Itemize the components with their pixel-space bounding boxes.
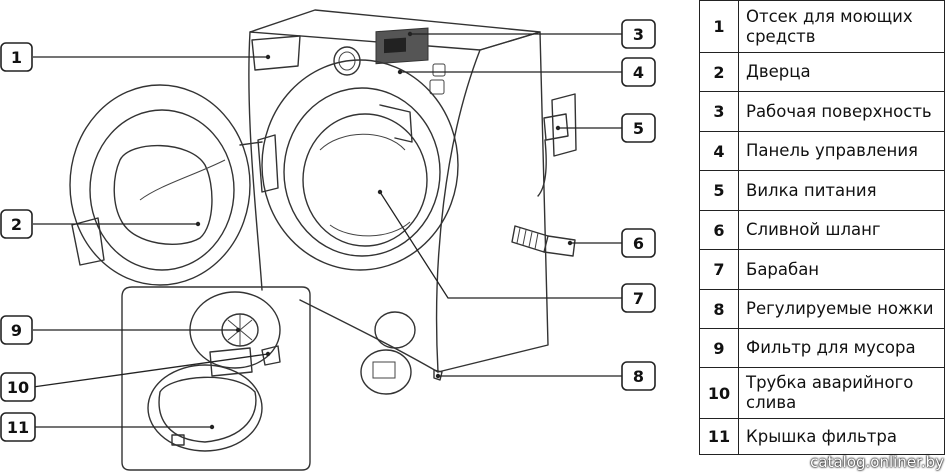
svg-text:2: 2 [11, 215, 22, 234]
display-screen [384, 37, 406, 54]
legend-number: 4 [699, 131, 739, 171]
washing-machine-diagram: 1 2 3 4 5 6 7 8 9 10 11 [0, 9, 656, 471]
legend-label: Панель управления [738, 131, 945, 171]
legend-label: Регулируемые ножки [738, 289, 945, 329]
door-outer [69, 84, 251, 286]
legend-row: 1 Отсек для моющих средств [699, 0, 945, 53]
callout-5: 5 [621, 113, 656, 143]
legend-row: 7 Барабан [699, 249, 945, 290]
svg-text:6: 6 [633, 234, 644, 253]
callout-4: 4 [621, 57, 656, 87]
legend-label: Фильтр для мусора [738, 328, 945, 368]
callout-8: 8 [621, 361, 656, 391]
door-latch [71, 217, 105, 266]
filter-cover-small-slot [372, 361, 396, 379]
machine-illustration [69, 9, 577, 395]
filter-cover-large [147, 364, 263, 452]
legend-row: 5 Вилка питания [699, 170, 945, 211]
svg-text:7: 7 [633, 289, 644, 308]
svg-text:3: 3 [633, 25, 644, 44]
legend-label: Дверца [738, 52, 945, 92]
program-dial [333, 46, 361, 76]
legend-number: 2 [699, 52, 739, 92]
svg-text:1: 1 [11, 48, 22, 67]
power-cord [537, 139, 547, 197]
front-right-edge [435, 49, 481, 373]
svg-text:11: 11 [7, 418, 29, 437]
legend-label: Барабан [738, 249, 945, 290]
legend-number: 8 [699, 289, 739, 329]
front-bottom-edge [299, 299, 439, 373]
front-left-edge [248, 31, 263, 291]
wall-socket [551, 93, 577, 157]
callout-2: 2 [0, 209, 33, 239]
drain-hose-ribs [516, 227, 539, 250]
legend-number: 11 [699, 418, 739, 455]
legend-row: 3 Рабочая поверхность [699, 91, 945, 132]
legend-number: 1 [699, 0, 739, 53]
program-dial-inner [338, 51, 356, 71]
legend-number: 3 [699, 91, 739, 132]
leader-lines [32, 31, 622, 430]
cover-hinge [209, 347, 253, 377]
power-plug [543, 113, 569, 141]
legend-label: Вилка питания [738, 170, 945, 211]
emergency-drain-tube [261, 345, 281, 366]
control-button-bottom [429, 79, 445, 95]
control-button-top [432, 63, 446, 77]
drum-bottom-line [329, 221, 411, 237]
legend-row: 6 Сливной шланг [699, 210, 945, 250]
porthole-ring [283, 87, 441, 257]
door-lock-handle [379, 104, 413, 143]
callout-9: 9 [0, 315, 33, 345]
legend-row: 2 Дверца [699, 52, 945, 92]
adjustable-foot [433, 369, 443, 381]
callout-1: 1 [0, 42, 33, 72]
door-glass [113, 144, 213, 245]
detergent-drawer [251, 35, 301, 71]
watermark: catalog.onliner.by [810, 453, 944, 471]
drum [302, 113, 428, 247]
door-glass-divider [139, 159, 226, 201]
legend-number: 10 [699, 367, 739, 419]
legend-number: 7 [699, 249, 739, 290]
legend-number: 6 [699, 210, 739, 250]
inset-frame [121, 286, 311, 471]
callout-10: 10 [0, 372, 36, 402]
door-hinge-block [257, 134, 279, 193]
svg-text:5: 5 [633, 119, 644, 138]
callout-7: 7 [621, 283, 656, 313]
door-hinge-link [239, 141, 263, 146]
filter-cover-small [360, 349, 412, 395]
legend-label: Трубка аварийного слива [738, 367, 945, 419]
legend-row: 8 Регулируемые ножки [699, 289, 945, 329]
callout-6: 6 [621, 228, 656, 258]
filter-cover-tab [171, 434, 185, 446]
filter-small [374, 311, 416, 349]
porthole-frame [261, 59, 459, 271]
svg-text:10: 10 [7, 378, 29, 397]
drain-hose-end [543, 235, 576, 257]
filter-detail-inset [121, 286, 311, 471]
filter-cover-recess [158, 376, 257, 443]
drum-paddle-line [319, 133, 406, 151]
parts-legend-table: 1 Отсек для моющих средств 2 Дверца 3 Ра… [699, 0, 945, 455]
legend-number: 5 [699, 170, 739, 211]
callout-11: 11 [0, 412, 36, 442]
legend-label: Крышка фильтра [738, 418, 945, 455]
legend-number: 9 [699, 328, 739, 368]
legend-row: 11 Крышка фильтра [699, 418, 945, 455]
svg-text:9: 9 [11, 321, 22, 340]
svg-text:8: 8 [633, 367, 644, 386]
legend-row: 4 Панель управления [699, 131, 945, 171]
legend-label: Рабочая поверхность [738, 91, 945, 132]
legend-row: 10 Трубка аварийного слива [699, 367, 945, 419]
legend-label: Сливной шланг [738, 210, 945, 250]
side-panel [437, 31, 549, 373]
svg-text:4: 4 [633, 63, 644, 82]
door-ring [89, 109, 235, 271]
callout-3: 3 [621, 19, 656, 49]
legend-row: 9 Фильтр для мусора [699, 328, 945, 368]
legend-label: Отсек для моющих средств [738, 0, 945, 53]
